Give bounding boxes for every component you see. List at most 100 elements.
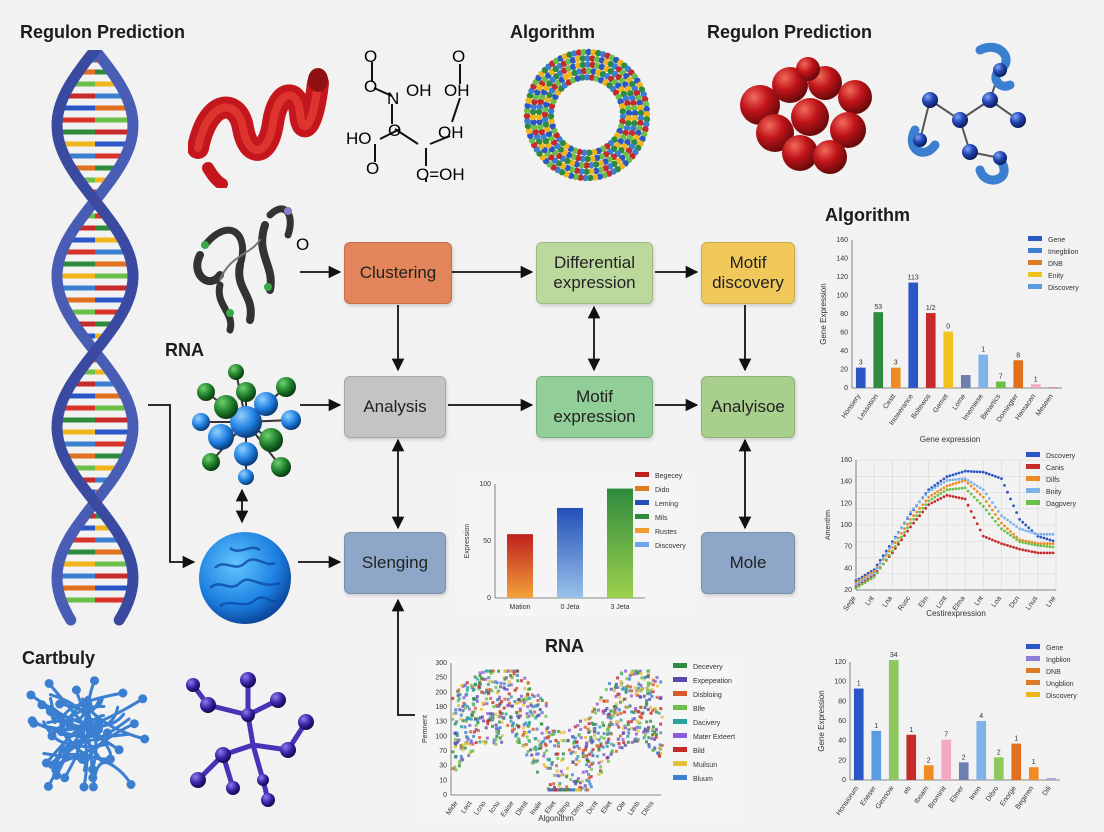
micelle-bead [542,106,549,113]
heatmap-cell [646,683,650,687]
heatmap-cell [471,742,475,746]
heatmap-cell [645,699,648,702]
y-tick-label: 0 [842,777,846,784]
heatmap-cell [601,721,605,725]
heatmap-cell [459,717,463,721]
data-point [942,480,946,484]
heatmap-cell [473,706,477,710]
legend-swatch [1028,272,1042,277]
green-atom [214,395,238,419]
heatmap-cell [520,679,523,683]
heatmap-cell [615,722,619,726]
heatmap-cell [466,686,470,690]
data-point [927,499,931,503]
data-point [945,475,949,479]
slenging-box[interactable]: Slenging [344,532,446,594]
data-point [903,531,906,534]
heatmap-cell [562,730,566,734]
heatmap-cell [491,701,495,705]
legend-swatch [1026,656,1040,661]
heatmap-cell [522,744,526,748]
heatmap-cell [656,684,659,688]
data-point [945,488,949,492]
heatmap-cell [635,719,639,723]
data-point [951,495,955,498]
micelle-bead [530,118,537,126]
heatmap-cell [512,670,516,674]
data-point [997,476,1000,479]
heatmap-cell [614,694,618,698]
heatmap-cell [589,767,593,771]
heatmap-cell [608,682,611,686]
bar [906,734,917,780]
heatmap-cell [556,774,560,777]
heatmap-cell [534,760,538,764]
micelle-bead [527,132,534,139]
bar-value-label: 2 [997,749,1001,756]
heatmap-cell [634,708,637,712]
data-point [927,495,931,499]
heatmap-cell [502,706,506,710]
data-point [1030,531,1034,534]
heatmap-cell [515,711,519,715]
heatmap-cell [593,730,597,734]
clustering-box[interactable]: Clustering [344,242,452,304]
heatmap-cell [469,739,473,743]
chem-oh4: O=OH [416,165,465,184]
data-point [1036,544,1040,547]
data-point [936,481,940,485]
heatmap-cell [485,736,489,740]
heatmap-cell [490,671,494,675]
analysis-box[interactable]: Analysis [344,376,446,438]
heatmap-cell [457,688,461,692]
data-point [972,470,976,473]
data-point [948,488,952,491]
micelle-bead [625,115,633,122]
heatmap-cell [654,727,658,731]
heatmap-cell [451,696,455,700]
motif-discovery-box[interactable]: Motif discovery [701,242,795,304]
data-point [1012,523,1015,526]
heatmap-cell [457,764,461,768]
heatmap-cell [513,688,517,692]
heatmap-cell [465,688,469,692]
motif-expression-box[interactable]: Motif expression [536,376,653,438]
heatmap-cell [477,687,481,691]
chem-oh2: OH [444,81,470,100]
data-point [860,579,864,583]
heatmap-cell [643,706,647,710]
heatmap-cell [642,736,646,740]
bar [960,375,971,388]
data-point [915,503,918,507]
heatmap-cell [638,726,642,729]
bar [908,282,919,388]
heatmap-cell [615,706,618,710]
heatmap-cell [659,680,663,684]
heatmap-cell [483,741,487,745]
heatmap-cell [526,705,530,709]
heatmap-cell [474,717,477,721]
green-atom [259,428,283,452]
micelle-bead [642,126,649,133]
micelle-bead [569,57,577,64]
heatmap-cell [625,686,629,690]
micelle-bead [590,148,598,156]
micelle-bead [525,127,533,134]
data-point [881,557,885,560]
heatmap-cell [498,736,502,740]
heatmap-cell [536,693,540,697]
legend-swatch [673,747,687,752]
legend-swatch [673,719,687,724]
analyisoe-box[interactable]: Analyisoe [701,376,795,438]
heatmap-cell [598,698,602,702]
bar-value-label: 1 [981,347,985,354]
differential-expression-box[interactable]: Differential expression [536,242,653,304]
blue-atom [281,410,301,430]
micelle-bead [548,117,555,125]
heatmap-cell [576,755,580,759]
heatmap-cell [572,780,576,783]
data-point [954,472,958,476]
heatmap-cell [526,693,530,697]
mole-box[interactable]: Mole [701,532,795,594]
bar-value-label: 34 [890,652,898,659]
